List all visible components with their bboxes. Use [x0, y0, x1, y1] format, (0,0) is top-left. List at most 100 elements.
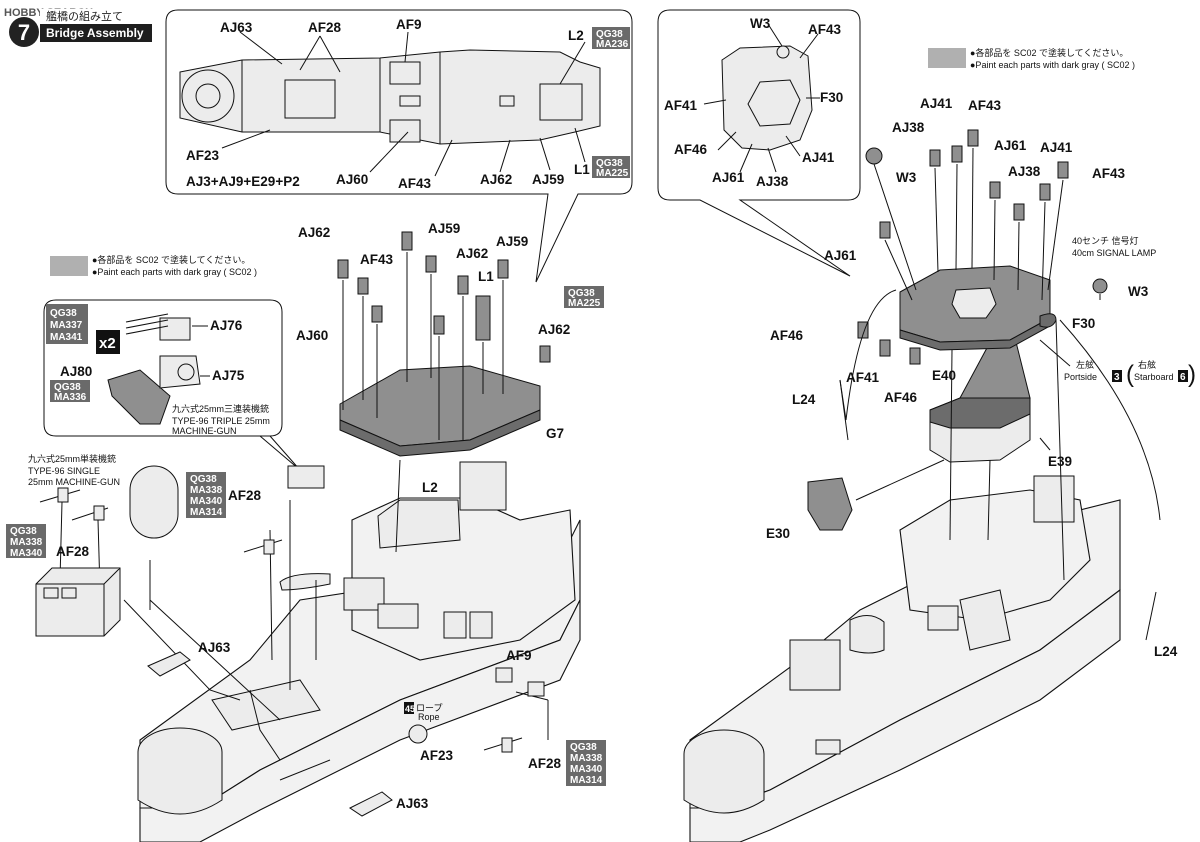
l2-top [539, 83, 583, 121]
arrow-w3-a [873, 163, 917, 291]
label-w3-1: W3 [896, 170, 917, 185]
e30-part [807, 477, 853, 531]
platform-cutout [747, 79, 801, 127]
part-aj41-b [1057, 161, 1069, 179]
code-mid-b: MA338 [190, 485, 223, 496]
label-w3-top: W3 [750, 16, 771, 31]
barrel-3 [125, 325, 169, 335]
code-l1-b: MA225 [596, 168, 629, 179]
inset-top-right: W3 AF43 AF41 F30 AF46 AJ41 AJ61 AJ38 [657, 9, 861, 277]
code-aj80-a: QG38 [54, 382, 81, 393]
note-right-jp: ●各部品を SC02 で塗装してください。 [970, 47, 1128, 58]
gun-top-1 [389, 61, 421, 85]
arrow-aj61-a [993, 199, 996, 281]
leader-aj60 [369, 131, 409, 173]
deck-locker-2 [469, 611, 493, 639]
arrow-aj41-b [1047, 179, 1064, 291]
label-aj3-combo: AJ3+AJ9+E29+P2 [186, 174, 300, 189]
inset-frame [165, 9, 633, 283]
part-af46-a [857, 321, 869, 339]
gun-tub-ammo-2 [61, 587, 77, 599]
l24-rod-left [839, 379, 849, 441]
triple-gun-inset: QG38 MA337 MA341 x2 AJ76 AJ80 QG38 MA336… [43, 299, 301, 471]
leader-aj38-top [767, 147, 777, 173]
single-gun-body-2 [93, 505, 105, 521]
deck-platform [279, 573, 331, 591]
hull-side-right [689, 588, 1121, 842]
gun-caption-en-2: MACHINE-GUN [172, 426, 237, 436]
starboard-num-box [1178, 370, 1188, 382]
leader-l2 [559, 41, 586, 85]
signal-tower-part [129, 465, 179, 539]
part-af43-c [433, 315, 445, 335]
label-aj41-1: AJ41 [920, 96, 953, 111]
part-aj61-a [989, 181, 1001, 199]
af28-gun-body-left [263, 539, 275, 555]
label-aj41-2: AJ41 [1040, 140, 1073, 155]
label-af41-top: AF41 [664, 98, 698, 113]
arrow-aj38-b [1017, 221, 1020, 291]
label-aj80: AJ80 [60, 364, 92, 379]
code-gun-c: MA341 [50, 332, 83, 343]
code-l1-main-a: QG38 [568, 288, 595, 299]
part-af46-b [909, 347, 921, 365]
part-aj62-c [457, 275, 469, 295]
step-title-jp: 艦橋の組み立て [46, 9, 123, 23]
barrel-2 [125, 319, 169, 329]
bracket-open: ( [1126, 361, 1134, 388]
gun-inset-pointer [259, 435, 301, 471]
multiplier: x2 [99, 335, 116, 352]
part-aj59-a [425, 255, 437, 273]
leader-searchlight [149, 560, 281, 721]
label-af46-2: AF46 [884, 390, 918, 405]
label-aj61-top: AJ61 [712, 170, 745, 185]
label-af9: AF9 [506, 648, 532, 663]
arrow-f30-down [949, 349, 953, 541]
af23-searchlight [408, 724, 428, 744]
leader-aj63 [239, 31, 283, 65]
gun-top-2 [389, 119, 421, 143]
leader-aj62 [499, 139, 511, 173]
rope-jp: ロープ [416, 703, 442, 713]
leader-hatch [249, 689, 281, 761]
label-af28-bottom: AF28 [528, 756, 562, 771]
code-single-a: QG38 [10, 526, 37, 537]
leader-af28-b [299, 35, 321, 71]
gun-tub-right [789, 639, 841, 691]
gun-tub-ammo-1 [43, 587, 59, 599]
step-title-en: Bridge Assembly [46, 26, 144, 40]
label-af46-1: AF46 [770, 328, 804, 343]
code-box-l1 [592, 156, 630, 178]
label-aj59: AJ59 [532, 172, 564, 187]
left-main-assembly: AJ62 AJ59 AJ62 AJ59 AF43 L1 QG38 MA225 A… [123, 221, 606, 842]
label-af9: AF9 [396, 17, 422, 32]
label-af43: AF43 [398, 176, 432, 191]
single-caption-en-1: TYPE-96 SINGLE [28, 466, 100, 476]
label-l1: L1 [478, 269, 494, 284]
code-box-l1-main [564, 286, 604, 308]
deck-hatch [211, 679, 321, 731]
w3-top [776, 45, 790, 59]
label-aj59-1: AJ59 [428, 221, 460, 236]
label-af43-1: AF43 [968, 98, 1002, 113]
gun-caption-jp: 九六式25mm三連装機銃 [172, 403, 269, 414]
label-aj60: AJ60 [296, 328, 328, 343]
leader-w3-top [767, 23, 783, 47]
director-drum-right [683, 754, 765, 814]
portside-num: 3 [1114, 372, 1120, 383]
part-aj38-b [1013, 203, 1025, 221]
title-jp-bg [40, 9, 152, 23]
code-box-bottom [566, 740, 606, 786]
lamp-jp: 40センチ 信号灯 [1072, 235, 1139, 246]
paint-note-right: ●各部品を SC02 で塗装してください。 ●Paint each parts … [928, 47, 1135, 70]
label-l24-2: L24 [1154, 644, 1178, 659]
arrow-lamp-down [1055, 319, 1065, 581]
label-af43-top: AF43 [808, 22, 842, 37]
hatch-top-2 [499, 95, 515, 107]
code-single-c: MA340 [10, 548, 43, 559]
part-aj38-a [929, 149, 941, 167]
label-af41: AF41 [846, 370, 880, 385]
leader-af46-top [717, 131, 737, 151]
code-gun-b: MA337 [50, 320, 83, 331]
label-af28: AF28 [308, 20, 342, 35]
